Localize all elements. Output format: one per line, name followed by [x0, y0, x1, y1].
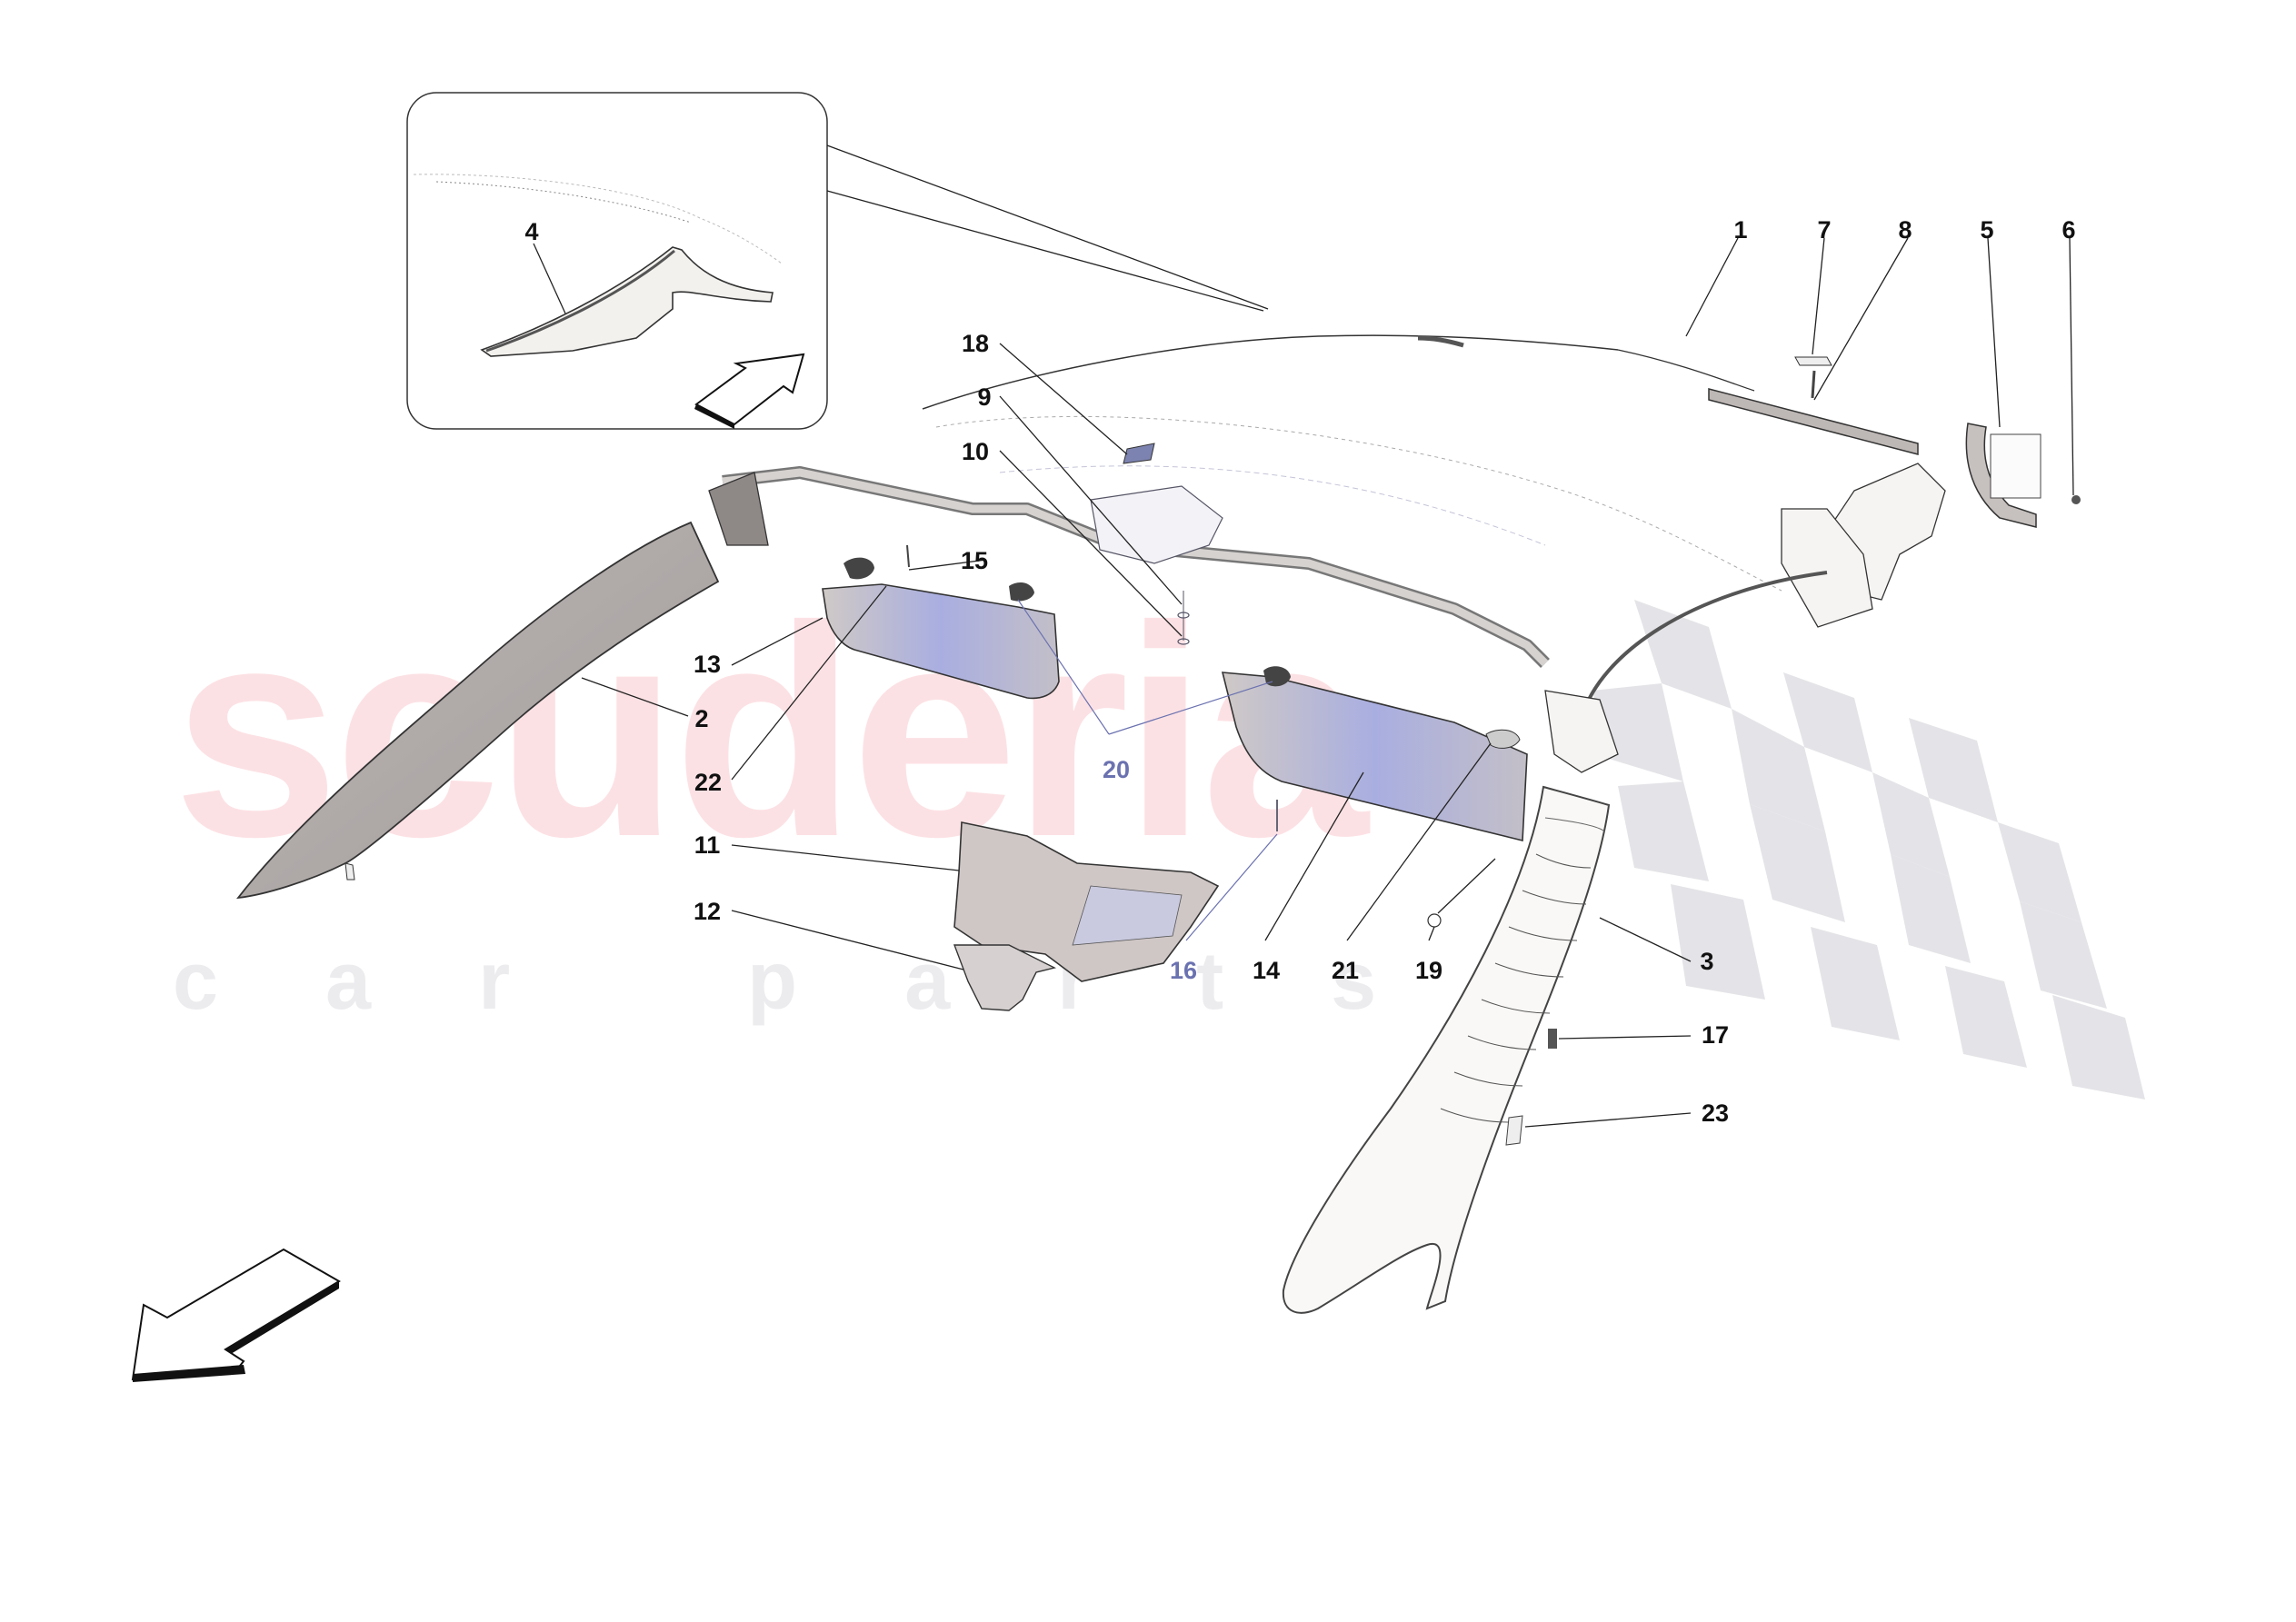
callout-9[interactable]: 9: [977, 383, 992, 411]
sun-visor-left-part-13: [822, 544, 1060, 700]
callout-23[interactable]: 23: [1701, 1100, 1730, 1127]
callout-16[interactable]: 16: [1169, 957, 1198, 984]
c-pillar-trim-part-3: [1282, 785, 1611, 1314]
callout-12[interactable]: 12: [693, 898, 722, 925]
callout-3[interactable]: 3: [1700, 948, 1714, 975]
callout-18[interactable]: 18: [961, 330, 990, 357]
callout-20[interactable]: 20: [1102, 756, 1131, 783]
callout-7[interactable]: 7: [1817, 216, 1832, 244]
callout-1[interactable]: 1: [1733, 216, 1748, 244]
headliner-part-1: [922, 334, 2081, 773]
callout-11[interactable]: 11: [694, 831, 721, 859]
sun-visor-right-part-14: [1221, 666, 1528, 928]
leader-lines: [581, 237, 2074, 1128]
callout-6[interactable]: 6: [2061, 216, 2076, 244]
callout-13[interactable]: 13: [693, 651, 722, 678]
callout-8[interactable]: 8: [1898, 216, 1912, 244]
lower-trim-part-12: [953, 944, 1057, 1011]
callout-17[interactable]: 17: [1701, 1021, 1730, 1049]
callout-19[interactable]: 19: [1414, 957, 1443, 984]
callout-4[interactable]: 4: [524, 218, 539, 245]
checkered-flag-watermark: [1592, 600, 2145, 1100]
callout-5[interactable]: 5: [1980, 216, 1994, 244]
a-pillar-trim-part-2: [235, 521, 720, 900]
callout-14[interactable]: 14: [1252, 957, 1281, 984]
callout-21[interactable]: 21: [1331, 957, 1360, 984]
leader-lines-blue: [1017, 599, 1278, 941]
callout-15[interactable]: 15: [960, 547, 989, 574]
front-direction-arrow: [131, 1248, 341, 1382]
inset-detail-box: [406, 92, 1269, 430]
callout-22[interactable]: 22: [694, 769, 723, 796]
lower-trim-part-11: [953, 821, 1220, 982]
callout-2[interactable]: 2: [694, 705, 709, 732]
watermark-car-parts: car parts: [173, 936, 1484, 1027]
roof-rail: [708, 443, 1550, 668]
callout-10[interactable]: 10: [961, 438, 990, 465]
